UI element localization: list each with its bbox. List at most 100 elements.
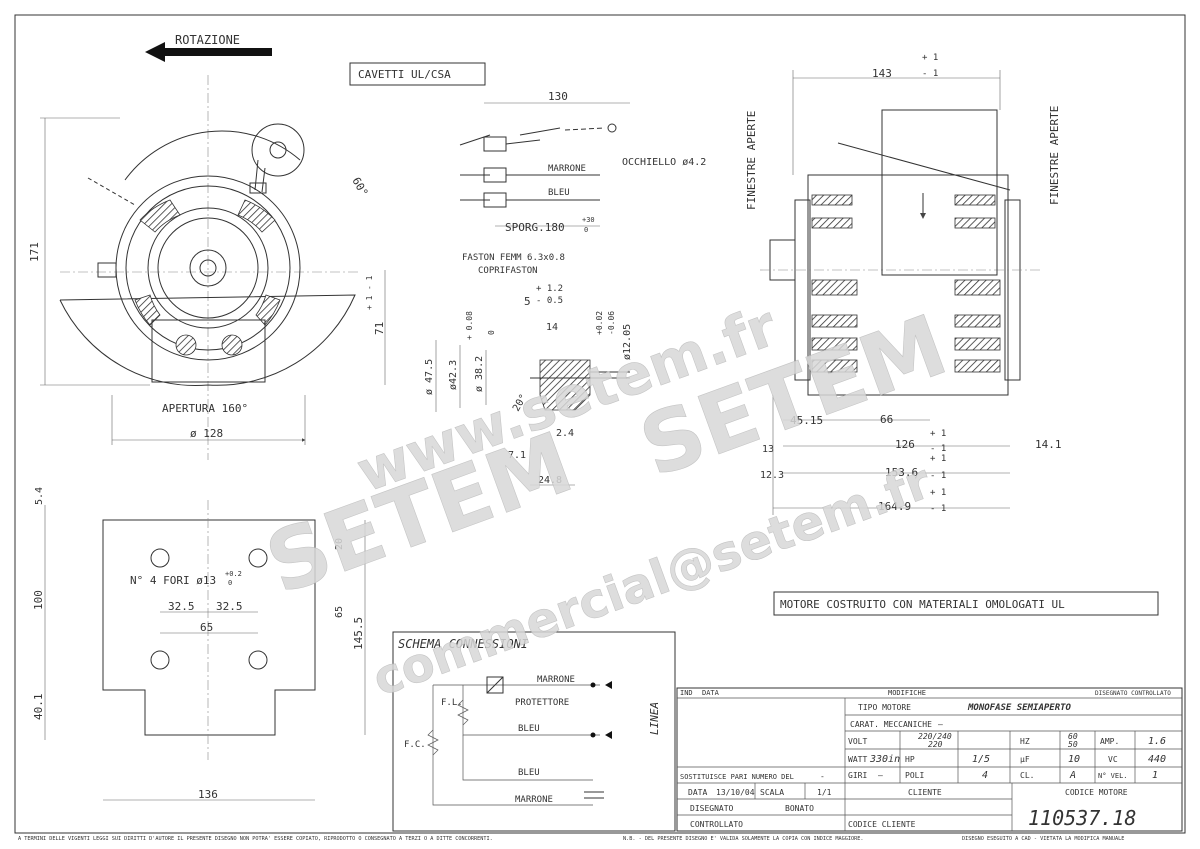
shaft-detail: + 1.2 - 0.5 5 14 ø 47.5 ø42.3 ø 38.2 + 0… bbox=[424, 284, 633, 486]
tb-disegnato-value: BONATO bbox=[785, 804, 814, 813]
dia-128: ø 128 bbox=[190, 427, 223, 440]
dim-71: 71 bbox=[373, 322, 386, 335]
vent-right-label: FINESTRE APERTE bbox=[1048, 106, 1061, 205]
rotation-label: ROTAZIONE bbox=[175, 33, 240, 47]
tb-hz-label: HZ bbox=[1020, 737, 1030, 746]
side-view: + 1 143 - 1 FINESTRE APERTE FINESTRE APE… bbox=[745, 53, 1062, 515]
schematic-fc: F.C. bbox=[404, 740, 426, 750]
dim-126-tol-minus: - 1 bbox=[930, 444, 946, 454]
ul-note-box bbox=[773, 591, 1159, 616]
dia-shaft-tol-plus: +0.02 bbox=[595, 311, 604, 335]
tb-hz-top: 60 bbox=[1068, 732, 1078, 741]
rotation-arrow-icon bbox=[145, 42, 272, 62]
dia-42-3: ø42.3 bbox=[448, 360, 459, 390]
angle-60: 60° bbox=[349, 175, 370, 199]
dim-20: 20 bbox=[334, 538, 345, 550]
dim-12-3: 12.3 bbox=[760, 470, 784, 481]
dim-143: 143 bbox=[872, 67, 892, 80]
dim-126: 126 bbox=[895, 438, 915, 451]
tb-volt-label: VOLT bbox=[848, 737, 867, 746]
base-view: 5.4 100 40.1 20 65 145.5 N° 4 FORI ø13 +… bbox=[32, 487, 366, 801]
dia-shaft: ø12.05 bbox=[622, 324, 633, 360]
dim-126-tol-plus: + 1 bbox=[930, 429, 946, 439]
dim-5-tol-plus: + 1.2 bbox=[536, 284, 563, 294]
tb-giri-label: GIRI bbox=[848, 771, 867, 780]
tb-cl-value: A bbox=[1069, 770, 1076, 781]
schematic-brown-bottom: MARRONE bbox=[515, 795, 553, 805]
dim-143-tol-plus: + 1 bbox=[922, 53, 938, 63]
dim-164-tol-minus: - 1 bbox=[930, 504, 946, 514]
dim-2-4: 2.4 bbox=[556, 428, 574, 439]
tb-poli-value: 4 bbox=[982, 770, 988, 781]
holes-tol-plus: +0.2 bbox=[225, 570, 242, 578]
tb-carat-label: CARAT. MECCANICHE bbox=[850, 720, 932, 729]
dim-136: 136 bbox=[198, 788, 218, 801]
dim-71-tol-plus: + 1 bbox=[365, 295, 374, 310]
tb-hp-value: 1/5 bbox=[972, 754, 990, 765]
dim-65-vertical: 65 bbox=[334, 606, 345, 618]
dim-153-tol-plus: + 1 bbox=[930, 454, 946, 464]
dim-130: 130 bbox=[548, 90, 568, 103]
wire-brown-label: MARRONE bbox=[548, 164, 586, 174]
dim-171: 171 bbox=[28, 242, 41, 262]
tb-vc-value: 440 bbox=[1148, 754, 1166, 765]
schematic-brown-top: MARRONE bbox=[537, 675, 575, 685]
dia-47-5: ø 47.5 bbox=[424, 359, 435, 395]
tb-data: DATA bbox=[702, 689, 720, 697]
dia-shaft-tol-minus: -0.06 bbox=[607, 311, 616, 335]
tb-scala-label: SCALA bbox=[760, 788, 784, 797]
tb-codice-cliente-label: CODICE CLIENTE bbox=[848, 820, 916, 829]
vent-left-label: FINESTRE APERTE bbox=[745, 111, 758, 210]
strip-tol-minus: 0 bbox=[584, 226, 588, 234]
dim-5-4: 5.4 bbox=[34, 487, 45, 505]
schematic-line: LINEA bbox=[648, 702, 661, 735]
faston-label: FASTON FEMM 6.3x0.8 bbox=[462, 253, 565, 263]
dim-153-tol-minus: - 1 bbox=[930, 471, 946, 481]
dim-45-15: 45.15 bbox=[790, 414, 823, 427]
dim-164: 164.9 bbox=[878, 500, 911, 513]
tb-hz-bottom: 50 bbox=[1068, 740, 1078, 749]
dim-14: 14 bbox=[546, 322, 558, 333]
dim-13: 13 bbox=[762, 444, 774, 455]
strip-tol-plus: +30 bbox=[582, 216, 595, 224]
dim-14-1: 14.1 bbox=[1035, 438, 1062, 451]
terminal-arrow-icon bbox=[605, 681, 612, 689]
tb-sostituisce-value: - bbox=[820, 772, 825, 781]
tb-scala-value: 1/1 bbox=[817, 788, 832, 797]
dim-5: 5 bbox=[524, 295, 531, 308]
tb-uf-label: µF bbox=[1020, 755, 1030, 764]
tb-tipo-motore-value: MONOFASE SEMIAPERTO bbox=[967, 703, 1072, 713]
dim-145-5: 145.5 bbox=[352, 617, 365, 650]
footer-copyright: A TERMINI DELLE VIGENTI LEGGI SUI DIRITT… bbox=[18, 836, 493, 842]
tb-nvel-label: N° VEL. bbox=[1098, 772, 1128, 780]
dia-38-2: ø 38.2 bbox=[474, 356, 485, 392]
dim-65: 65 bbox=[200, 621, 213, 634]
dim-32-5-b: 32.5 bbox=[216, 600, 243, 613]
tb-disegnato-label: DISEGNATO bbox=[690, 804, 734, 813]
tb-sostituisce-label: SOSTITUISCE PARI NUMERO DEL bbox=[680, 773, 794, 781]
tb-disegnato-controllato: DISEGNATO CONTROLLATO bbox=[1095, 690, 1171, 697]
tb-uf-value: 10 bbox=[1068, 754, 1080, 765]
tb-amp-label: AMP. bbox=[1100, 737, 1119, 746]
tb-nvel-value: 1 bbox=[1152, 770, 1158, 781]
tb-carat-value: — bbox=[938, 720, 943, 729]
dim-100: 100 bbox=[32, 590, 45, 610]
tb-date-label: DATA bbox=[688, 788, 707, 797]
tb-volt-top: 220/240 bbox=[918, 732, 952, 741]
holes-tol-minus: 0 bbox=[228, 579, 232, 587]
dia-38-tol-minus: 0 bbox=[487, 330, 496, 335]
schematic-title: SCHEMA CONNESSIONI bbox=[398, 637, 528, 651]
tb-modifiche: MODIFICHE bbox=[888, 689, 926, 697]
tb-ind: IND bbox=[680, 689, 693, 697]
holes-label: N° 4 FORI ø13 bbox=[130, 574, 216, 587]
tb-watt-label: WATT bbox=[848, 755, 867, 764]
title-block: IND DATA MODIFICHE DISEGNATO CONTROLLATO… bbox=[676, 687, 1183, 832]
tb-cl-label: CL. bbox=[1020, 771, 1034, 780]
tb-volt-bottom: 220 bbox=[928, 740, 943, 749]
tb-watt-value: 330in bbox=[869, 754, 900, 765]
tb-codice-motore-value: 110537.18 bbox=[1028, 806, 1136, 830]
dim-7-1: 7.1 bbox=[508, 450, 526, 461]
sheet-border bbox=[14, 14, 1186, 834]
tb-tipo-motore-label: TIPO MOTORE bbox=[858, 703, 911, 712]
